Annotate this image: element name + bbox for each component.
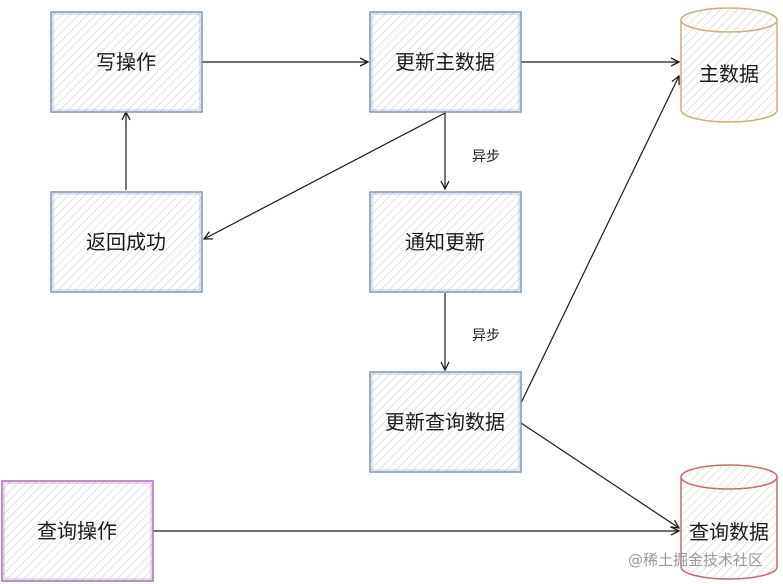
node-update-main: 更新主数据 (369, 11, 522, 113)
node-label-update-query: 更新查询数据 (385, 410, 505, 434)
edge-label-async-2: 异步 (472, 328, 500, 344)
edge-update-main-to-return (204, 112, 446, 239)
node-label-query-db: 查询数据 (689, 520, 769, 544)
edge-update-query-to-main-db (520, 76, 679, 404)
edge-update-query-to-query-db (520, 422, 679, 528)
node-label-update-main: 更新主数据 (395, 50, 495, 74)
node-update-query: 更新查询数据 (369, 371, 522, 473)
edge-label-async-1: 异步 (472, 149, 500, 165)
node-return-success: 返回成功 (50, 191, 203, 293)
node-label-query-op: 查询操作 (37, 519, 117, 543)
node-label-notify-update: 通知更新 (405, 230, 485, 254)
node-query-db: 查询数据 (680, 464, 778, 580)
node-label-main-db: 主数据 (699, 62, 759, 86)
node-notify-update: 通知更新 (369, 191, 522, 293)
edges (126, 62, 679, 531)
watermark: @稀土掘金技术社区 (627, 551, 763, 569)
node-write-op: 写操作 (50, 11, 203, 113)
node-label-return-success: 返回成功 (86, 230, 166, 254)
node-query-op: 查询操作 (1, 480, 154, 582)
node-label-write-op: 写操作 (96, 50, 156, 74)
node-main-db: 主数据 (680, 7, 778, 123)
